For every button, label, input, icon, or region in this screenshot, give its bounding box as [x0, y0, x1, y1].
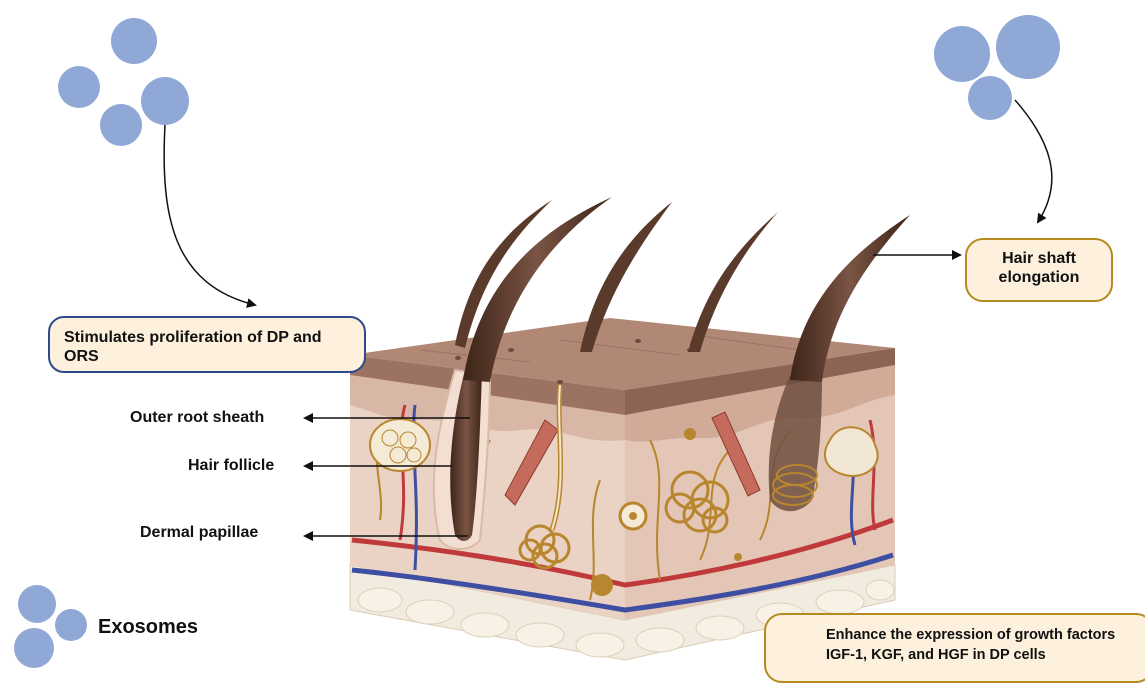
curved-arrow-right [1015, 100, 1052, 222]
label-hair-follicle: Hair follicle [188, 457, 274, 475]
exosome-cluster-topright [934, 15, 1060, 120]
exosome-particle [58, 66, 100, 108]
exosome-particle [111, 18, 157, 64]
exosome-particle [55, 609, 87, 641]
label-outer-root-sheath: Outer root sheath [130, 409, 264, 427]
curved-arrow-left [164, 125, 255, 305]
exosome-particle [18, 585, 56, 623]
legend-exosomes-label: Exosomes [98, 616, 198, 639]
callout-hair-shaft-elongation: Hair shaft elongation [965, 238, 1113, 302]
exosome-particle [968, 76, 1012, 120]
exosome-particle [141, 77, 189, 125]
exosome-particle [14, 628, 54, 668]
exosome-cluster-topleft [58, 18, 189, 146]
exosome-particle [100, 104, 142, 146]
exosome-particle [996, 15, 1060, 79]
callout-stimulates-proliferation: Stimulates proliferation of DP and ORS [48, 316, 366, 373]
exosome-particle [934, 26, 990, 82]
sebaceous-gland-left [370, 419, 430, 471]
label-dermal-papillae: Dermal papillae [140, 524, 258, 542]
sebaceous-gland-right [825, 427, 878, 476]
exosome-cluster-legend [14, 585, 87, 668]
callout-enhance-growth-factors: Enhance the expression of growth factors… [764, 613, 1145, 683]
